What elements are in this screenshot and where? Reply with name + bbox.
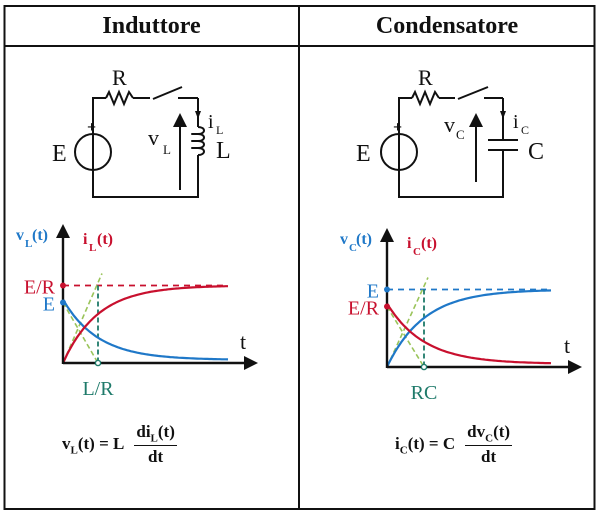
y-marker-label: E [367, 281, 379, 303]
resistor-label: R [112, 65, 127, 90]
x-axis-label: t [240, 329, 246, 354]
series-label-i-arg: (t) [97, 231, 113, 248]
series-label-v-arg: (t) [356, 231, 372, 248]
curve-ilt [62, 285, 228, 364]
voltage-arrow-head [469, 113, 483, 127]
formula-lhs: iC(t) = C [395, 433, 456, 456]
y-marker-dot [60, 282, 66, 289]
current-label: i [513, 111, 519, 133]
switch-blade [152, 86, 183, 100]
fraction-numerator: dvC(t) [465, 422, 513, 447]
voltage-label: v [148, 125, 159, 150]
source-label: E [52, 141, 67, 167]
series-label-v-arg: (t) [32, 227, 48, 244]
series-label-v-sub: C [349, 242, 357, 254]
fraction-denominator: dt [148, 447, 164, 467]
y-marker-label: E/R [24, 277, 56, 299]
polarity-plus: + [87, 119, 96, 136]
capacitor-formula: iC(t) = C dvC(t) dt [395, 422, 513, 467]
series-label-i: i [83, 231, 88, 248]
series-label-i-sub: L [89, 242, 96, 254]
tau-label: RC [411, 382, 438, 404]
current-arrow-head [500, 111, 506, 119]
resistor-symbol [105, 89, 134, 107]
inductor-formula: vL(t) = L diL(t) dt [62, 422, 177, 467]
voltage-sub: L [163, 142, 171, 157]
series-label-v-sub: L [25, 238, 32, 250]
series-label-i: i [407, 235, 412, 252]
header-condensatore: Condensatore [375, 12, 519, 39]
capacitor-circuit: + E R v C i C C [356, 65, 544, 198]
series-label-i-sub: C [413, 246, 421, 258]
wire-bottom [92, 155, 199, 198]
tau-dot [420, 363, 428, 371]
x-axis-arrow [244, 356, 258, 370]
tau-dot [94, 359, 102, 367]
inductor-coil [191, 126, 205, 156]
voltage-sub: C [456, 127, 465, 142]
x-axis-arrow [568, 360, 582, 374]
inductor-circuit: + E R v L i L L [52, 65, 231, 198]
wire-bottom [398, 150, 504, 198]
y-marker-dot [60, 299, 66, 306]
y-marker-dot [384, 286, 390, 293]
fraction-denominator: dt [481, 447, 497, 467]
wire-left-top [92, 97, 106, 136]
series-label-v: v [340, 231, 348, 248]
polarity-plus: + [393, 119, 402, 136]
current-arrow-head [195, 111, 201, 119]
resistor-label: R [418, 65, 433, 90]
y-axis-arrow [380, 228, 394, 242]
switch-blade [457, 86, 489, 100]
series-label-i-arg: (t) [421, 235, 437, 252]
current-sub: C [521, 123, 529, 137]
tau-label: L/R [82, 378, 114, 400]
formula-fraction: dvC(t) dt [465, 422, 513, 467]
current-label: i [208, 111, 214, 133]
y-marker-label: E/R [348, 298, 380, 320]
y-marker-dot [384, 303, 390, 310]
curve-ict [386, 302, 552, 365]
formula-fraction: diL(t) dt [134, 422, 177, 467]
series-label-v: v [16, 227, 24, 244]
resistor-symbol [411, 89, 440, 107]
wire-left-top [398, 97, 412, 136]
voltage-label: v [444, 112, 455, 137]
voltage-arrow-head [173, 113, 187, 127]
y-marker-label: E [43, 294, 55, 316]
y-axis-arrow [56, 224, 70, 238]
header-induttore: Induttore [102, 12, 201, 39]
current-sub: L [216, 123, 223, 137]
component-label: C [528, 139, 544, 165]
component-label: L [216, 138, 231, 164]
fraction-numerator: diL(t) [134, 422, 177, 447]
formula-lhs: vL(t) = L [62, 433, 125, 456]
curve-vlt [62, 298, 229, 361]
curve-vct [386, 289, 552, 368]
x-axis-label: t [564, 333, 570, 358]
source-label: E [356, 141, 371, 167]
